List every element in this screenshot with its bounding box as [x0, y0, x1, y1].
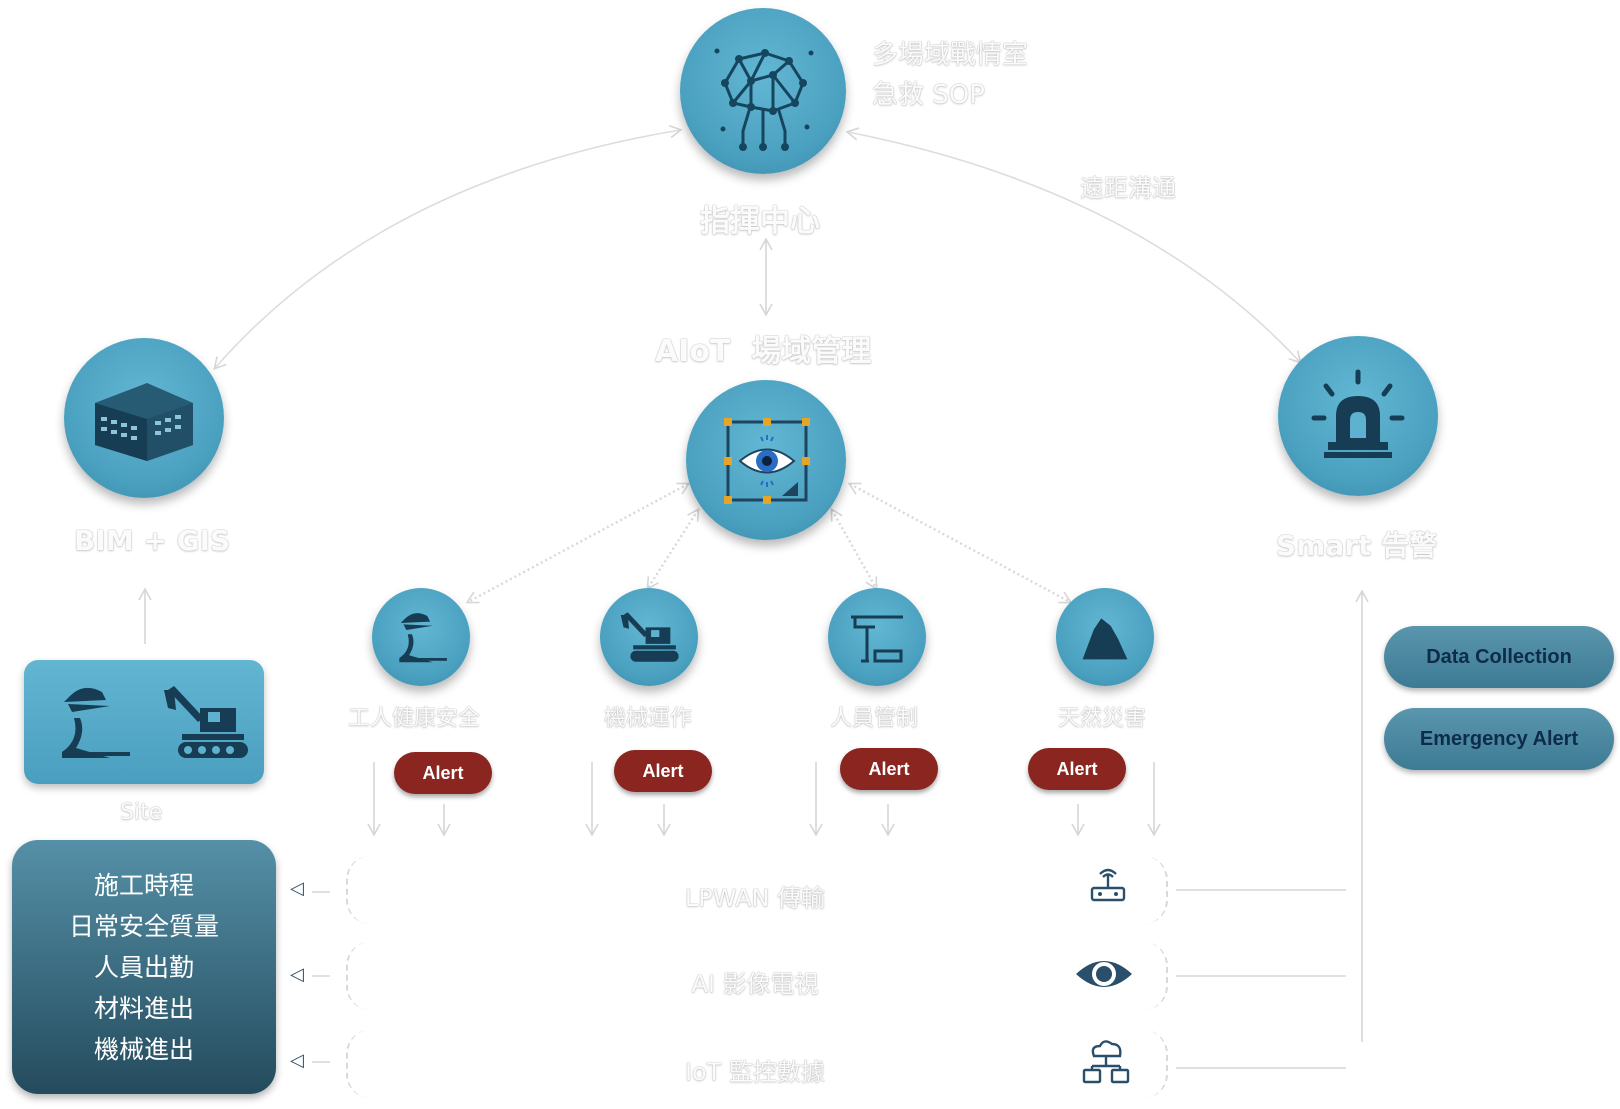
band-arrow-lpwan-icon: ◁ [290, 878, 304, 899]
category-label-worker: 工人健康安全 [348, 706, 481, 731]
remote-communication-label: 遠距溝通 [1080, 174, 1176, 202]
bim-gis-label: BIM + GIS [74, 524, 231, 557]
dotted-aiot-disaster [847, 482, 1073, 604]
aiot-label: AIoT 場域管理 [655, 334, 872, 369]
alert-badge-disaster[interactable]: Alert [1028, 748, 1126, 790]
emergency-alert-pill: Emergency Alert [1384, 708, 1614, 770]
band-lpwan [346, 856, 1168, 924]
site-box [24, 660, 264, 784]
bim-gis-circle [64, 338, 224, 498]
building-icon [95, 383, 193, 461]
command-note-line1: 多場域戰情室 [872, 40, 1029, 70]
alert-badge-gate[interactable]: Alert [840, 748, 938, 790]
band-ai-video [346, 942, 1168, 1010]
band-iot [346, 1030, 1168, 1098]
data-collection-pill: Data Collection [1384, 626, 1614, 688]
site-label: Site [120, 800, 163, 825]
worker-icon [62, 687, 130, 758]
info-item-schedule: 施工時程 [93, 870, 194, 900]
band-arrow-ai-video-icon: ◁ [290, 964, 304, 985]
eye-scan-icon [724, 418, 810, 504]
command-center-label: 指揮中心 [700, 204, 820, 239]
info-item-materials: 材料進出 [93, 993, 194, 1023]
band-label-iot: IoT 監控數據 [684, 1058, 826, 1086]
arc-bim-command [213, 124, 683, 371]
band-connectors [312, 889, 1346, 1069]
category-worker-circle [372, 588, 470, 686]
router-icon [1090, 868, 1126, 902]
site-info-box: 施工時程 日常安全質量 人員出勤 材料進出 機械進出 [12, 840, 276, 1094]
eye-icon [1076, 961, 1132, 987]
smart-alert-label: Smart 告警 [1276, 529, 1438, 562]
category-disaster-circle [1056, 588, 1154, 686]
command-center-circle [680, 8, 846, 174]
category-machine-circle [600, 588, 698, 686]
band-label-lpwan: LPWAN 傳輸 [684, 884, 826, 912]
category-label-disaster: 天然災害 [1058, 706, 1147, 731]
dotted-aiot-machine [646, 507, 700, 591]
category-gate-circle [828, 588, 926, 686]
worker-icon [399, 613, 447, 663]
dotted-aiot-worker [465, 482, 691, 604]
gate-icon [851, 615, 903, 663]
down-arrows [367, 762, 1161, 837]
mountain-icon [1082, 618, 1128, 660]
excavator-icon [164, 686, 248, 758]
info-item-machinery: 機械進出 [93, 1034, 194, 1064]
siren-icon [1311, 369, 1405, 458]
category-label-machine: 機械運作 [604, 706, 693, 731]
category-label-gate: 人員管制 [830, 706, 919, 731]
info-item-attendance: 人員出勤 [93, 952, 194, 982]
smart-alert-circle [1278, 336, 1438, 496]
alert-badge-worker[interactable]: Alert [394, 752, 492, 794]
command-note-line2: 急救 SOP [872, 80, 985, 110]
cloud-network-icon [1082, 1040, 1130, 1084]
band-arrow-iot-icon: ◁ [290, 1050, 304, 1071]
aiot-hub-circle [686, 380, 846, 540]
band-label-ai-video: AI 影像電視 [691, 970, 819, 998]
alert-badge-machine[interactable]: Alert [614, 750, 712, 792]
arc-command-smart [845, 127, 1302, 364]
dotted-aiot-gate [830, 507, 878, 591]
info-item-safety-quality: 日常安全質量 [68, 911, 219, 941]
excavator-icon [620, 612, 679, 662]
ai-brain-icon [714, 48, 814, 151]
